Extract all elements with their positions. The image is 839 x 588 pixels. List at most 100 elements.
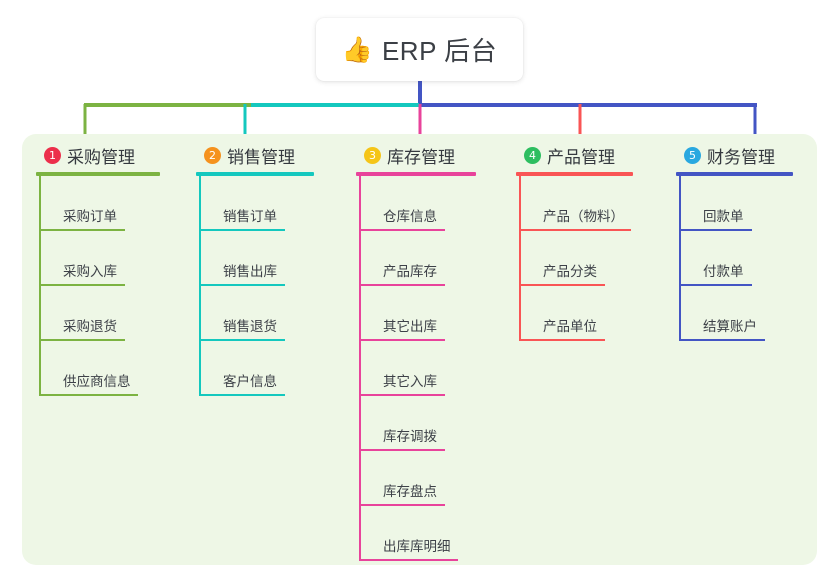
- leaf-item[interactable]: 出库库明细: [359, 506, 458, 561]
- leaf-item-underline: [359, 559, 458, 561]
- leaf-item-underline: [679, 284, 752, 286]
- leaf-item-underline: [39, 229, 125, 231]
- leaf-item[interactable]: 库存盘点: [359, 451, 445, 506]
- branch-number-badge: 3: [364, 146, 381, 164]
- leaf-item-underline: [359, 284, 445, 286]
- branch-header-3[interactable]: 3 库存管理: [356, 134, 516, 176]
- leaf-item-label: 销售出库: [223, 264, 277, 279]
- content-panel: [22, 134, 817, 565]
- branch-number-badge: 4: [524, 146, 541, 164]
- leaf-item[interactable]: 其它出库: [359, 286, 445, 341]
- leaf-item-underline: [39, 339, 125, 341]
- leaf-item[interactable]: 产品（物料）: [519, 176, 631, 231]
- leaf-item[interactable]: 回款单: [679, 176, 752, 231]
- branch-spine: [359, 176, 361, 561]
- branch-header-4[interactable]: 4 产品管理: [516, 134, 676, 176]
- leaf-item[interactable]: 其它入库: [359, 341, 445, 396]
- leaf-item-underline: [199, 339, 285, 341]
- leaf-item-underline: [359, 504, 445, 506]
- leaf-item-underline: [199, 284, 285, 286]
- branch-title: 销售管理: [227, 147, 295, 167]
- leaf-item-label: 仓库信息: [383, 209, 437, 224]
- leaf-item-underline: [359, 339, 445, 341]
- leaf-item-label: 产品分类: [543, 264, 597, 279]
- branch-number-badge: 1: [44, 146, 61, 164]
- leaf-item[interactable]: 采购订单: [39, 176, 125, 231]
- leaf-item-label: 结算账户: [703, 319, 757, 334]
- column-container: 1 采购管理采购订单采购入库采购退货供应商信息 2 销售管理销售订单销售出库销售退货客…: [22, 134, 817, 565]
- branch-column-1: 1 采购管理采购订单采购入库采购退货供应商信息: [36, 134, 196, 396]
- leaf-item-label: 付款单: [703, 264, 744, 279]
- branch-number-badge: 5: [684, 146, 701, 164]
- leaf-item-underline: [39, 394, 138, 396]
- branch-number-badge: 2: [204, 146, 221, 164]
- leaf-item-underline: [39, 284, 125, 286]
- leaf-item-label: 库存盘点: [383, 484, 437, 499]
- leaf-item[interactable]: 销售出库: [199, 231, 285, 286]
- leaf-item[interactable]: 客户信息: [199, 341, 285, 396]
- leaf-list: 回款单付款单结算账户: [676, 176, 836, 341]
- leaf-item-label: 销售退货: [223, 319, 277, 334]
- branch-spine: [199, 176, 201, 396]
- root-title: ERP 后台: [381, 36, 498, 66]
- leaf-item-underline: [679, 339, 765, 341]
- branch-title: 采购管理: [67, 147, 135, 167]
- leaf-item[interactable]: 产品库存: [359, 231, 445, 286]
- branch-spine: [679, 176, 681, 341]
- leaf-item-underline: [359, 449, 445, 451]
- leaf-item-underline: [359, 394, 445, 396]
- leaf-item-label: 产品单位: [543, 319, 597, 334]
- leaf-item[interactable]: 库存调拨: [359, 396, 445, 451]
- branch-header-underline: [196, 172, 314, 176]
- branch-column-2: 2 销售管理销售订单销售出库销售退货客户信息: [196, 134, 356, 396]
- branch-header-1[interactable]: 1 采购管理: [36, 134, 196, 176]
- leaf-list: 产品（物料） 产品分类产品单位: [516, 176, 676, 341]
- leaf-item[interactable]: 销售退货: [199, 286, 285, 341]
- leaf-item[interactable]: 产品分类: [519, 231, 605, 286]
- leaf-item-label: 供应商信息: [63, 374, 131, 389]
- leaf-item[interactable]: 供应商信息: [39, 341, 138, 396]
- branch-column-3: 3 库存管理仓库信息产品库存其它出库其它入库库存调拨库存盘点出库库明细: [356, 134, 516, 561]
- leaf-item-label: 采购入库: [63, 264, 117, 279]
- branch-header-2[interactable]: 2 销售管理: [196, 134, 356, 176]
- root-node[interactable]: 👍 ERP 后台: [316, 18, 523, 81]
- leaf-item-underline: [519, 339, 605, 341]
- leaf-list: 采购订单采购入库采购退货供应商信息: [36, 176, 196, 396]
- leaf-item[interactable]: 结算账户: [679, 286, 765, 341]
- leaf-list: 销售订单销售出库销售退货客户信息: [196, 176, 356, 396]
- leaf-item[interactable]: 采购退货: [39, 286, 125, 341]
- leaf-item[interactable]: 产品单位: [519, 286, 605, 341]
- leaf-item-underline: [199, 229, 285, 231]
- thumbs-up-icon: 👍: [341, 35, 373, 64]
- leaf-item[interactable]: 采购入库: [39, 231, 125, 286]
- leaf-item-label: 客户信息: [223, 374, 277, 389]
- leaf-item-underline: [199, 394, 285, 396]
- leaf-item-underline: [519, 284, 605, 286]
- leaf-item-label: 库存调拨: [383, 429, 437, 444]
- branch-header-underline: [356, 172, 476, 176]
- leaf-item-underline: [519, 229, 631, 231]
- branch-spine: [519, 176, 521, 341]
- leaf-list: 仓库信息产品库存其它出库其它入库库存调拨库存盘点出库库明细: [356, 176, 516, 561]
- leaf-item-label: 回款单: [703, 209, 744, 224]
- branch-spine: [39, 176, 41, 396]
- leaf-item-label: 产品（物料）: [543, 209, 624, 224]
- branch-column-4: 4 产品管理产品（物料） 产品分类产品单位: [516, 134, 676, 341]
- leaf-item-label: 产品库存: [383, 264, 437, 279]
- leaf-item-label: 其它入库: [383, 374, 437, 389]
- branch-header-underline: [516, 172, 633, 176]
- leaf-item-label: 其它出库: [383, 319, 437, 334]
- branch-title: 产品管理: [547, 147, 615, 167]
- leaf-item-label: 出库库明细: [383, 539, 451, 554]
- leaf-item[interactable]: 销售订单: [199, 176, 285, 231]
- leaf-item-label: 销售订单: [223, 209, 277, 224]
- branch-title: 库存管理: [387, 147, 455, 167]
- leaf-item[interactable]: 仓库信息: [359, 176, 445, 231]
- branch-header-underline: [36, 172, 160, 176]
- leaf-item[interactable]: 付款单: [679, 231, 752, 286]
- leaf-item-underline: [359, 229, 445, 231]
- leaf-item-label: 采购退货: [63, 319, 117, 334]
